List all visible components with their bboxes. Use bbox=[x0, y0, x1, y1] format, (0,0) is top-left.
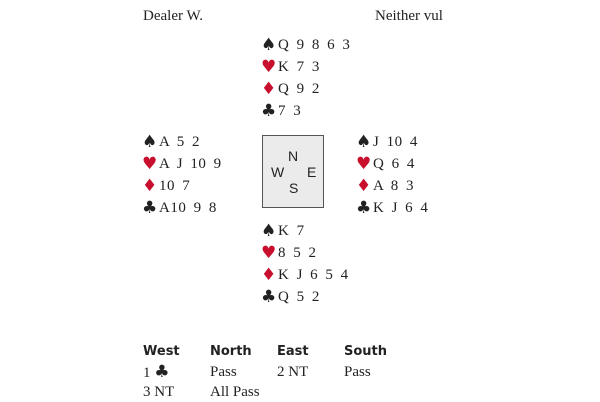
auction-header-east: East bbox=[277, 344, 309, 359]
south-clubs: Q 5 2 bbox=[278, 289, 320, 305]
auction-header-west: West bbox=[143, 344, 180, 359]
south-diamonds: K J 6 5 4 bbox=[278, 267, 349, 283]
east-clubs: K J 6 4 bbox=[373, 200, 429, 216]
spade-icon: ♠ bbox=[261, 221, 277, 241]
spade-icon: ♠ bbox=[261, 35, 277, 55]
compass-east: E bbox=[307, 164, 317, 180]
east-hearts: Q 6 4 bbox=[373, 156, 415, 172]
auction-bid bbox=[277, 382, 344, 402]
club-icon: ♣ bbox=[142, 198, 158, 218]
auction-header-south: South bbox=[344, 344, 388, 359]
auction-bid: 2 NT bbox=[277, 364, 309, 380]
club-icon: ♣ bbox=[356, 198, 372, 218]
club-icon: ♣ bbox=[154, 362, 170, 382]
auction-header-north: North bbox=[210, 344, 252, 359]
west-hand: ♠A 5 2 ♥A J 10 9 ♦10 7 ♣A10 9 8 bbox=[142, 131, 222, 219]
diamond-icon: ♦ bbox=[356, 176, 372, 196]
west-spades: A 5 2 bbox=[159, 134, 201, 150]
auction-bid: 3 NT bbox=[143, 384, 175, 400]
compass-west: W bbox=[271, 164, 285, 180]
north-hearts: K 7 3 bbox=[278, 59, 320, 75]
heart-icon: ♥ bbox=[261, 243, 277, 263]
dealer-label: Dealer W. bbox=[143, 8, 203, 24]
compass-south: S bbox=[289, 180, 299, 196]
auction-bid: Pass bbox=[210, 364, 237, 380]
compass-box: N W E S bbox=[262, 135, 324, 208]
auction-bid: Pass bbox=[344, 364, 371, 380]
north-spades: Q 9 8 6 3 bbox=[278, 37, 351, 53]
north-clubs: 7 3 bbox=[278, 103, 302, 119]
east-spades: J 10 4 bbox=[373, 134, 418, 150]
auction-bid: 1 ♣ bbox=[143, 362, 210, 382]
east-diamonds: A 8 3 bbox=[373, 178, 415, 194]
north-hand: ♠Q 9 8 6 3 ♥K 7 3 ♦Q 9 2 ♣7 3 bbox=[261, 34, 350, 122]
east-hand: ♠J 10 4 ♥Q 6 4 ♦A 8 3 ♣K J 6 4 bbox=[356, 131, 428, 219]
west-diamonds: 10 7 bbox=[159, 178, 191, 194]
west-clubs: A10 9 8 bbox=[159, 200, 217, 216]
heart-icon: ♥ bbox=[142, 154, 158, 174]
vulnerability-label: Neither vul bbox=[375, 8, 443, 24]
heart-icon: ♥ bbox=[356, 154, 372, 174]
bid-level: 1 bbox=[143, 365, 151, 381]
diamond-icon: ♦ bbox=[142, 176, 158, 196]
spade-icon: ♠ bbox=[356, 132, 372, 152]
west-hearts: A J 10 9 bbox=[159, 156, 222, 172]
club-icon: ♣ bbox=[261, 101, 277, 121]
south-hand: ♠K 7 ♥8 5 2 ♦K J 6 5 4 ♣Q 5 2 bbox=[261, 220, 349, 308]
diamond-icon: ♦ bbox=[261, 79, 277, 99]
club-icon: ♣ bbox=[261, 287, 277, 307]
auction-bid: All Pass bbox=[210, 384, 260, 400]
auction-bid bbox=[344, 382, 411, 402]
diamond-icon: ♦ bbox=[261, 265, 277, 285]
heart-icon: ♥ bbox=[261, 57, 277, 77]
north-diamonds: Q 9 2 bbox=[278, 81, 320, 97]
south-hearts: 8 5 2 bbox=[278, 245, 317, 261]
south-spades: K 7 bbox=[278, 223, 305, 239]
spade-icon: ♠ bbox=[142, 132, 158, 152]
compass-north: N bbox=[288, 148, 299, 164]
auction-table: West North East South 1 ♣ Pass 2 NT Pass… bbox=[143, 342, 411, 402]
